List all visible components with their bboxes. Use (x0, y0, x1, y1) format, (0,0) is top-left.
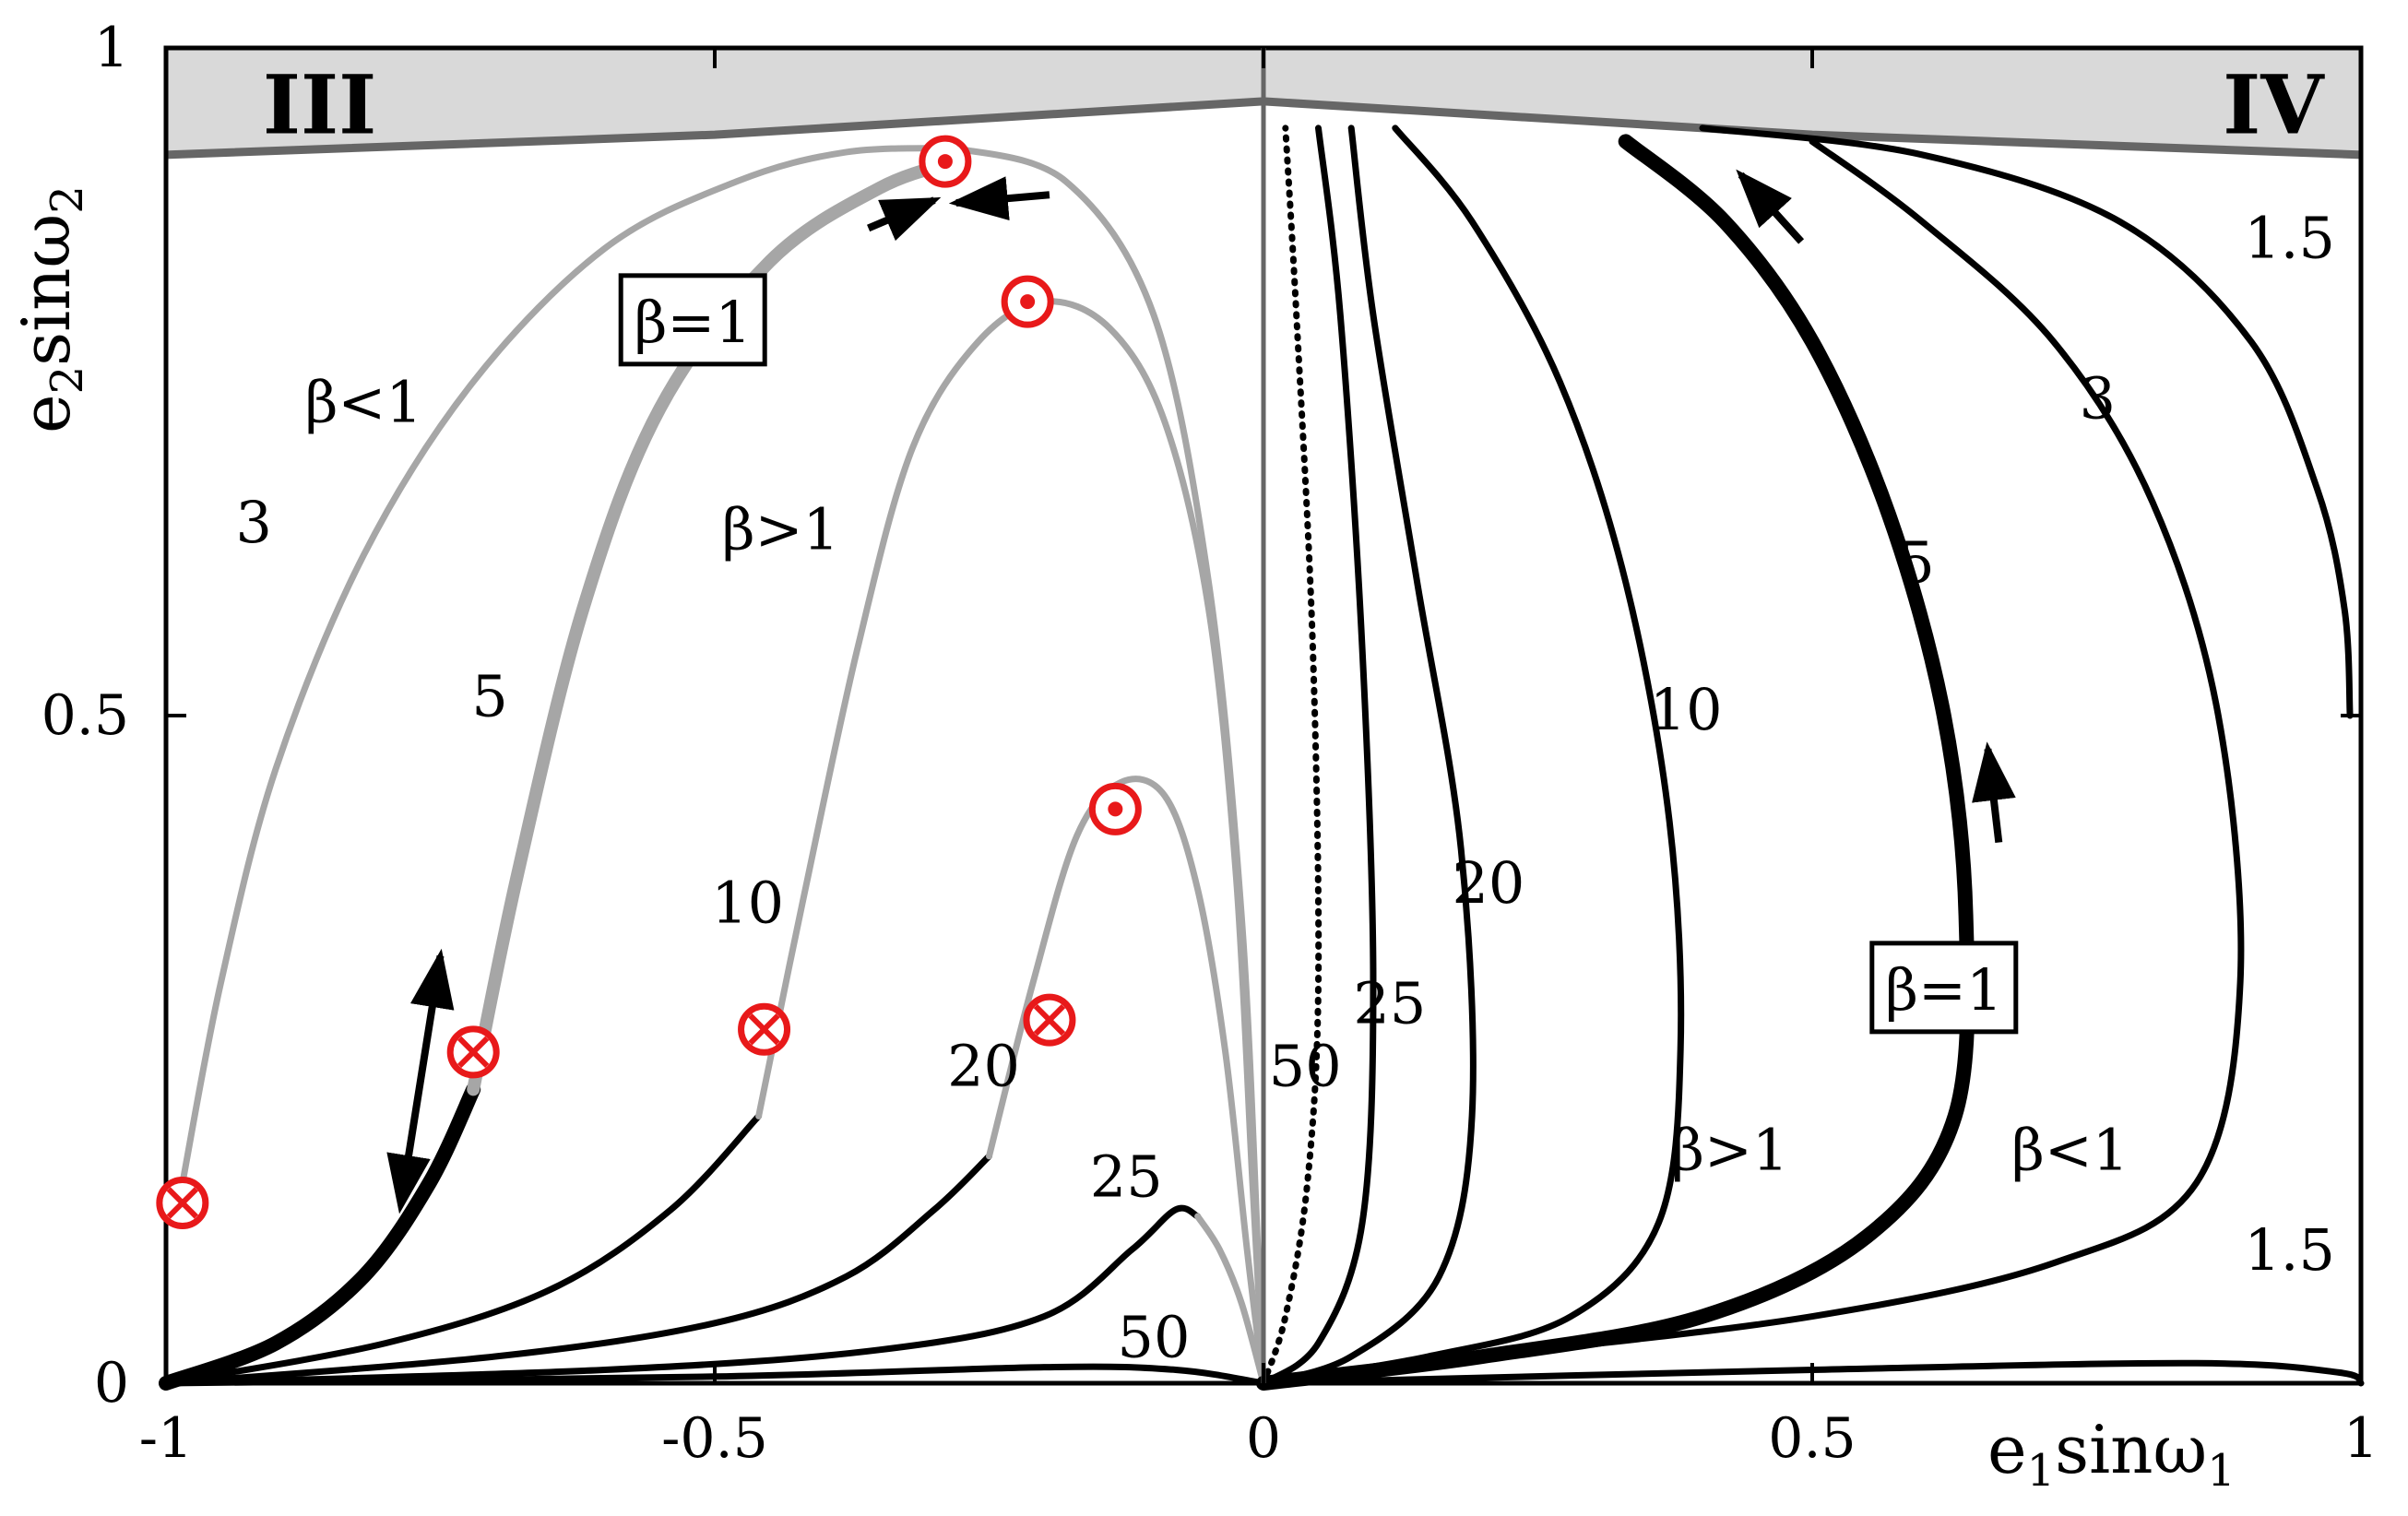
marker-dot (1020, 294, 1036, 310)
curve-label: 20 (947, 1032, 1020, 1099)
curve-iv-25-16 (1260, 124, 1377, 1387)
beta-annotation: β>1 (722, 495, 839, 563)
curve-label: 25 (1090, 1143, 1163, 1211)
target-marker (1088, 782, 1142, 835)
curve-iii-5-1 (159, 1082, 481, 1391)
axis-title-part: sinω (7, 214, 85, 366)
curve-label: 5 (1898, 528, 1934, 596)
curve-iii-10-3 (162, 1112, 763, 1387)
curve-iii-50-10 (953, 145, 1267, 1387)
target-marker (1001, 275, 1054, 328)
region-label-iii: III (263, 56, 377, 152)
curve-iv-5-13 (1256, 134, 1975, 1391)
y-tick-label: 0 (94, 1351, 129, 1415)
beta-annotation: β<1 (305, 369, 422, 436)
axis-title-subscript: 2 (42, 185, 93, 214)
axis-title-part: sinω (2055, 1411, 2207, 1488)
beta-box-frame (618, 273, 767, 367)
axis-title-subscript: 1 (2027, 1445, 2056, 1497)
x-axis-title: e1sinω1 (1987, 1411, 2236, 1497)
target-marker (919, 135, 972, 188)
axis-title-subscript: 1 (2207, 1445, 2236, 1497)
curve-label: 10 (711, 870, 784, 937)
curve-iii-5-2 (467, 155, 963, 1096)
beta-annotation: β>1 (1671, 1117, 1788, 1184)
curve-iii-25-8 (1194, 1213, 1267, 1387)
direction-arrow (948, 176, 1050, 221)
curve-iii-25-7 (162, 1204, 1202, 1387)
marker-dot (937, 154, 953, 170)
x-tick-label: 1 (2343, 1406, 2378, 1471)
curve-iv-50-17 (1260, 124, 1323, 1387)
direction-arrow (386, 948, 455, 1214)
curve-label: 5 (471, 662, 507, 729)
marker-dot (1108, 801, 1123, 817)
x-tick-label: 0 (1246, 1406, 1281, 1471)
x-tick-label: -0.5 (661, 1406, 768, 1471)
beta-box-label: β=1 (635, 289, 752, 356)
curves-layer (159, 124, 2365, 1391)
curve-label: 20 (1452, 849, 1524, 917)
y-tick-label: 0.5 (42, 683, 129, 748)
curve-label: 50 (1118, 1303, 1191, 1370)
beta-box: β=1 (1869, 941, 2019, 1035)
curve-iv-1_5-11 (1699, 124, 2354, 719)
direction-arrow (1972, 741, 2016, 844)
x-tick-label: -1 (139, 1406, 193, 1471)
marker-cross-b (748, 1013, 780, 1046)
direction-arrow (1736, 169, 1805, 244)
cross-marker (156, 1177, 209, 1230)
axis-title-part: e (7, 394, 85, 433)
curve-iii-50-9 (162, 1363, 1267, 1387)
curve-label: 3 (235, 489, 271, 556)
curve-label: 3 (2080, 364, 2116, 432)
curve-label: 50 (1269, 1032, 1342, 1099)
beta-box: β=1 (618, 273, 767, 367)
curve-label: 10 (1650, 676, 1723, 743)
y-tick-label: 1 (94, 16, 129, 80)
axis-title-part: e (1987, 1411, 2027, 1488)
y-axis-title: e2sinω2 (7, 185, 93, 433)
curve-iv-1_5-18 (1260, 1359, 2365, 1387)
curve-iv-10-14 (1260, 124, 1685, 1387)
curve-iii-20-6 (986, 776, 1267, 1387)
cross-marker (738, 1002, 791, 1056)
curve-iv-3-12 (1260, 137, 2245, 1387)
curve-iii-3-0 (179, 145, 960, 1187)
beta-annotation: β<1 (2011, 1117, 2129, 1184)
marker-cross-b (457, 1036, 490, 1069)
curve-iii-20-5 (162, 1153, 992, 1387)
marker-cross-b (166, 1187, 198, 1219)
direction-arrow (867, 196, 942, 242)
x-tick-label: 0.5 (1768, 1406, 1856, 1471)
curve-iv-20-15 (1260, 124, 1477, 1387)
cross-marker (1023, 993, 1076, 1047)
region-label-iv: IV (2223, 56, 2325, 152)
beta-box-frame (1869, 941, 2019, 1035)
beta-box-label: β=1 (1885, 956, 2002, 1024)
cross-marker (446, 1025, 500, 1079)
axis-title-subscript: 2 (42, 366, 93, 395)
marker-cross-b (1033, 1004, 1066, 1036)
curve-label: 25 (1353, 969, 1426, 1036)
curve-label: 1.5 (2244, 1216, 2335, 1284)
curve-label: 1.5 (2244, 205, 2335, 272)
